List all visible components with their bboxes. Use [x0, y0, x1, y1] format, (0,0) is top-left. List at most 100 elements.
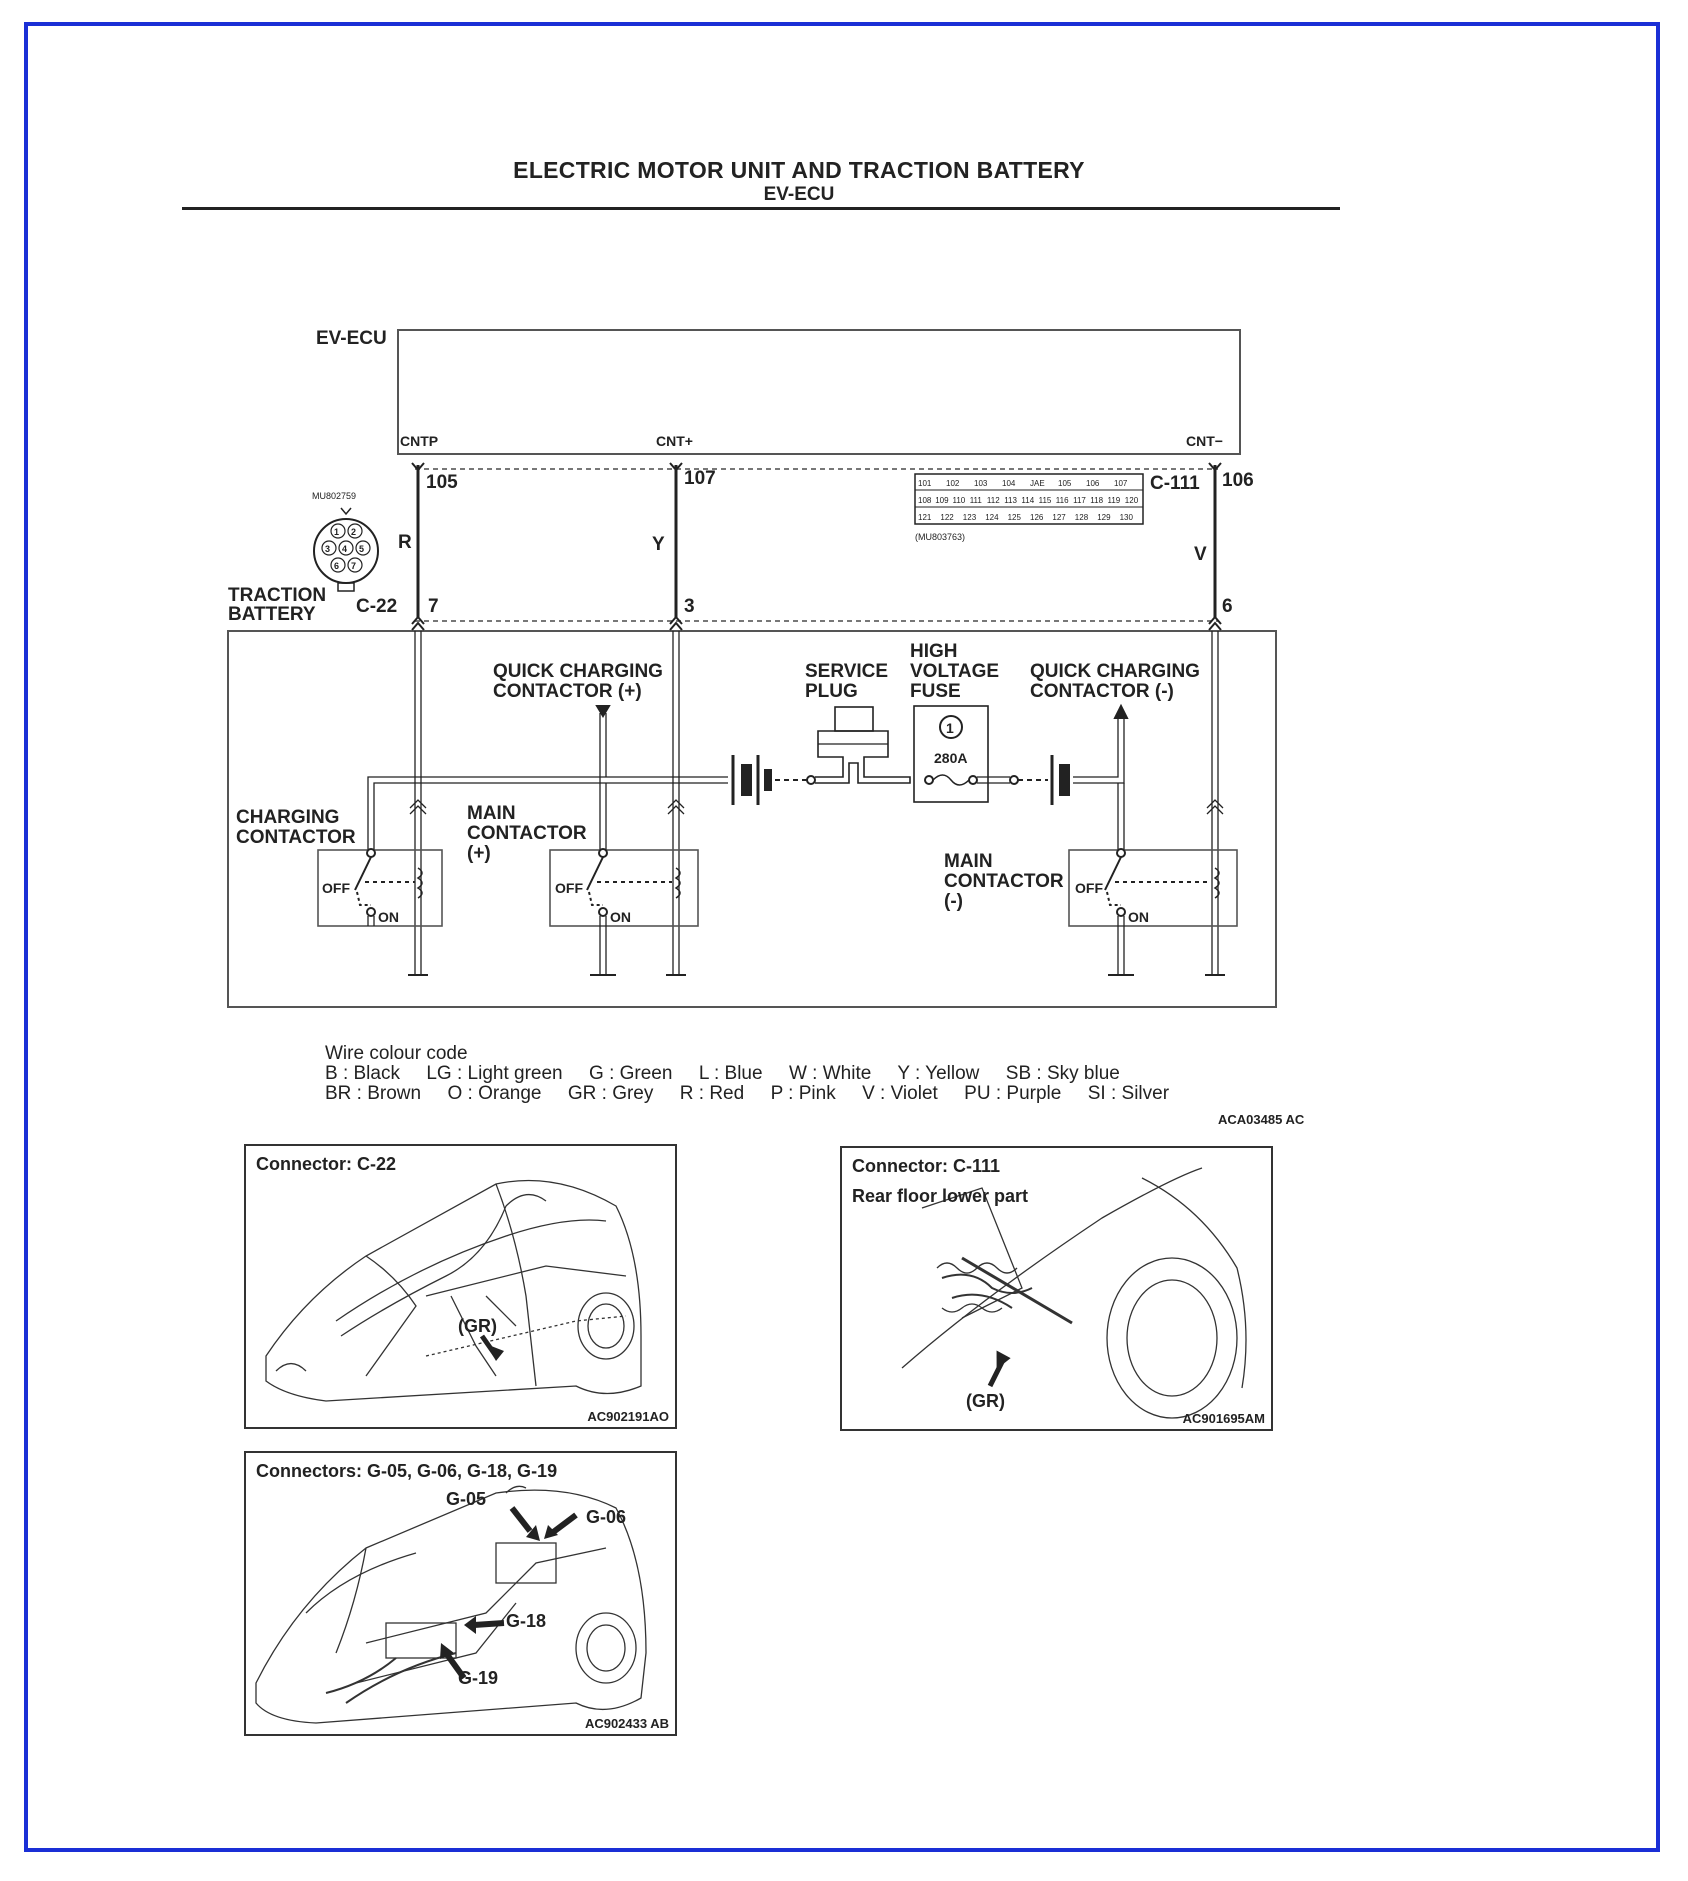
contact-point	[598, 848, 608, 858]
c111-pin-label: 117	[1073, 496, 1086, 505]
fuse-rating: 280A	[934, 750, 967, 766]
panel-c111: Connector: C-111 Rear floor lower part (…	[840, 1146, 1273, 1431]
qc-plus-label-2: CONTACTOR (+)	[493, 681, 642, 702]
wiring-schematic: EV-ECU CNTP CNT+ CNT− 105 107 106 R Y V …	[227, 328, 1277, 1008]
fuse-terminal	[924, 775, 934, 785]
ecu-terminal-cnt-plus: CNT+	[656, 433, 693, 449]
c22-pin-label: 1	[334, 527, 339, 537]
panel-c111-subtitle: Rear floor lower part	[852, 1186, 1029, 1206]
c22-pin	[330, 523, 346, 539]
c22-pin-label: 5	[359, 544, 364, 554]
panel-c22-code: AC902191AO	[587, 1409, 669, 1424]
ecu-terminal-mark	[411, 462, 425, 472]
main-contactor-plus-box	[549, 849, 699, 927]
splice-mark	[667, 799, 685, 815]
wire-colour-y: Y	[652, 534, 665, 555]
c111-pin-label: 103	[974, 479, 988, 488]
c111-pin-label: 106	[1086, 479, 1100, 488]
label-g05: G-05	[446, 1489, 487, 1509]
ecu-terminal-cnt-minus: CNT−	[1186, 433, 1223, 449]
ecu-terminal-mark	[1208, 462, 1222, 472]
service-plug	[815, 730, 911, 784]
c111-pin-label: 111	[970, 496, 983, 505]
c111-pin-label: 108	[918, 496, 932, 505]
panel-c111-marker: (GR)	[966, 1391, 1005, 1411]
c111-pin-label: 124	[985, 513, 999, 522]
main-plus-label-2: CONTACTOR	[467, 823, 587, 844]
contact-point	[1116, 907, 1126, 917]
ecu-terminal-cntp: CNTP	[400, 433, 438, 449]
panel-c111-code: AC901695AM	[1182, 1411, 1265, 1426]
c22-pin-label: 2	[351, 527, 356, 537]
wire-colour-r: R	[398, 532, 412, 553]
switch-off-label: OFF	[555, 880, 583, 896]
c111-pin-label: 113	[1004, 496, 1017, 505]
negative-bus	[1073, 713, 1119, 778]
legend-line-1: B : Black LG : Light green G : Green L :…	[325, 1063, 1120, 1084]
c22-pin	[347, 523, 363, 539]
fuse-label-2: VOLTAGE	[910, 661, 999, 682]
negative-bus	[1073, 713, 1125, 784]
main-contactor-minus-box	[1068, 849, 1238, 927]
pin-6: 6	[1222, 596, 1233, 617]
label-g06: G-06	[586, 1507, 627, 1527]
c111-pin-label: 104	[1002, 479, 1016, 488]
ecu-terminal-mark	[669, 462, 683, 472]
battery-terminal-mark	[669, 615, 683, 631]
c111-pin-label: 102	[946, 479, 960, 488]
c111-pin-label: 125	[1008, 513, 1022, 522]
battery-terminal-mark	[1208, 615, 1222, 631]
switch-blade	[586, 856, 604, 891]
switch-actuator	[1106, 891, 1121, 906]
c111-pin-label: 105	[1058, 479, 1072, 488]
c22-pin	[338, 540, 354, 556]
page-title: ELECTRIC MOTOR UNIT AND TRACTION BATTERY	[513, 157, 1085, 183]
main-plus-label-1: MAIN	[467, 803, 516, 824]
c111-part-number: (MU803763)	[915, 532, 965, 542]
pin-106: 106	[1222, 470, 1254, 491]
c22-pin	[330, 557, 346, 573]
c111-pin-label: 120	[1125, 496, 1139, 505]
c111-pin-label: 109	[935, 496, 949, 505]
pin-7: 7	[428, 596, 439, 617]
page-subtitle: EV-ECU	[763, 184, 835, 205]
contact-point	[366, 907, 376, 917]
cell-plate	[741, 764, 752, 796]
pin-107: 107	[684, 468, 716, 489]
positive-bus	[367, 776, 728, 850]
fuse-label-1: HIGH	[910, 641, 958, 662]
qc-minus-arrow	[1113, 703, 1129, 719]
panel-c22: Connector: C-22 (GR) AC902191AO	[244, 1144, 677, 1429]
main-minus-label-3: (-)	[944, 891, 963, 912]
c111-pin-label: 121	[918, 513, 932, 522]
charging-contactor-box	[317, 849, 443, 927]
panel-ground-code: AC902433 AB	[584, 1716, 669, 1731]
qc-plus-arrow	[595, 705, 611, 718]
service-plug-label-2: PLUG	[805, 681, 858, 702]
c22-pin-label: 4	[342, 544, 347, 554]
service-plug-body	[834, 706, 874, 732]
c111-pin-label: 130	[1120, 513, 1134, 522]
service-terminal	[806, 775, 816, 785]
c22-pin-label: 7	[351, 561, 356, 571]
legend-title: Wire colour code	[325, 1043, 468, 1064]
contact-point	[598, 907, 608, 917]
c111-pin-label: 115	[1039, 496, 1052, 505]
main-plus-label-3: (+)	[467, 843, 491, 864]
c22-connector-key	[340, 507, 352, 516]
c111-pin-label: 118	[1090, 496, 1103, 505]
main-minus-label-1: MAIN	[944, 851, 993, 872]
pin-105: 105	[426, 472, 458, 493]
pin-3: 3	[684, 596, 695, 617]
c22-part-number: MU802759	[312, 491, 356, 501]
wire-colour-legend: Wire colour code B : Black LG : Light gr…	[325, 1044, 1169, 1104]
c111-pin-label: 123	[963, 513, 977, 522]
c111-pin-label: 114	[1021, 496, 1034, 505]
c111-pin-label: 122	[940, 513, 954, 522]
panel-c22-title: Connector: C-22	[256, 1154, 397, 1174]
fuse-number: 1	[946, 720, 954, 736]
switch-on-label: ON	[378, 909, 399, 925]
diagram-code: ACA03485 AC	[1218, 1112, 1305, 1127]
c111-pin-label: 128	[1075, 513, 1089, 522]
switch-off-label: OFF	[322, 880, 350, 896]
